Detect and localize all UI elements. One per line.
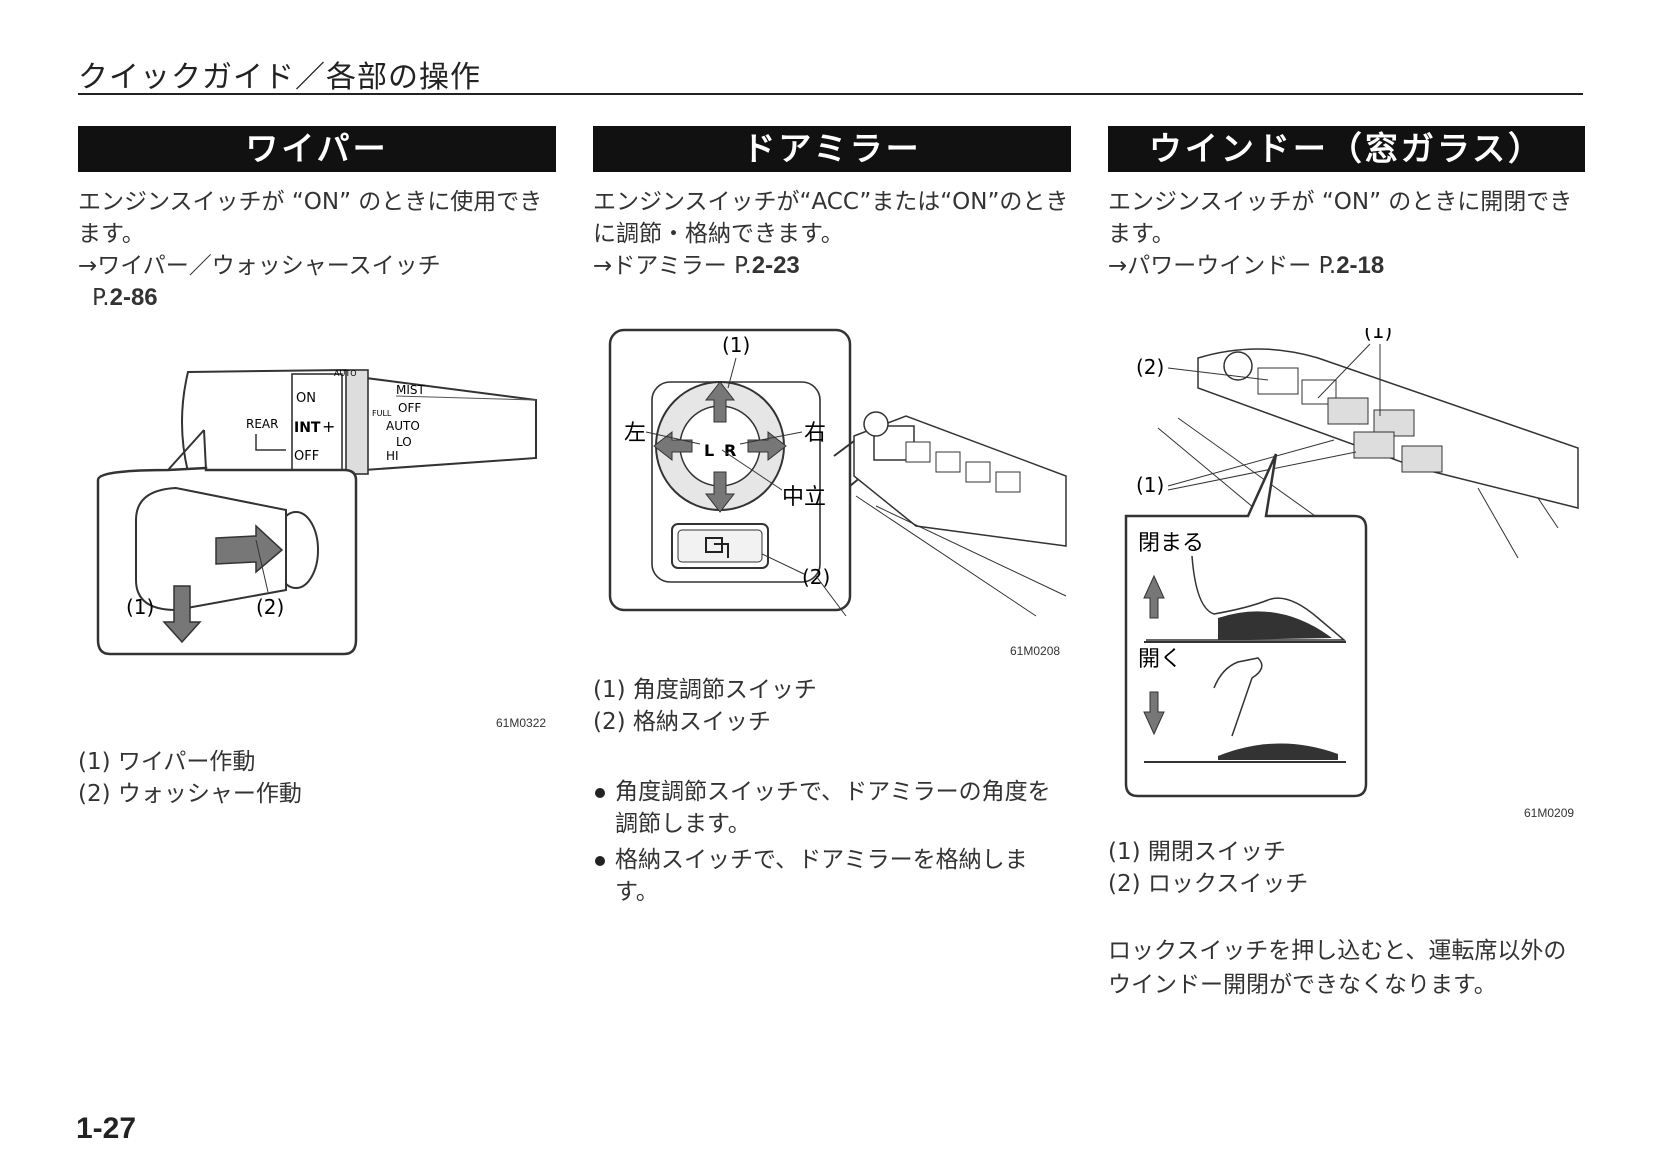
mirror-ref-prefix: P. [734, 253, 752, 279]
window-label-close: 閉まる [1138, 531, 1204, 556]
wiper-label-auto-top: AUTO [334, 369, 357, 378]
section-title-door-mirror: ドアミラー [593, 126, 1071, 172]
wiper-callout-2: (2) [256, 595, 284, 619]
mirror-label-neutral: 中立 [782, 485, 826, 510]
mirror-bullet-item: 角度調節スイッチで、ドアミラーの角度を調節します。 [593, 776, 1071, 840]
wiper-label-lo: LO [396, 435, 412, 449]
page-number: 1-27 [76, 1112, 137, 1145]
section-title-window: ウインドー（窓ガラス） [1108, 126, 1585, 172]
mirror-right-arrow-icon [747, 430, 787, 462]
wiper-ref-page[interactable]: 2-86 [109, 284, 158, 311]
window-ref-page[interactable]: 2-18 [1336, 252, 1385, 279]
wiper-legend: (1) ワイパー作動 (2) ウォッシャー作動 [78, 746, 302, 810]
wiper-plus-icon: + [322, 417, 335, 436]
section-wiper: ワイパー エンジンスイッチが “ON” のときに使用できます。 →ワイパー／ウォ… [78, 126, 556, 314]
window-up-arrow-icon [1143, 574, 1165, 619]
mirror-legend-item: (1) 角度調節スイッチ [593, 677, 817, 703]
window-callout-1a: (1) [1364, 328, 1392, 343]
wiper-ref-prefix: P. [92, 285, 110, 311]
window-note: ロックスイッチを押し込むと、運転席以外のウインドー開閉ができなくなります。 [1108, 938, 1567, 998]
washer-push-arrow-icon [215, 524, 284, 574]
mirror-reference[interactable]: →ドアミラー P.2-23 [593, 250, 1071, 282]
wiper-legend-item: (2) ウォッシャー作動 [78, 781, 302, 807]
window-description: エンジンスイッチが “ON” のときに開閉できます。 [1108, 189, 1573, 247]
mirror-legend: (1) 角度調節スイッチ (2) 格納スイッチ [593, 674, 817, 738]
wiper-label-off: OFF [294, 449, 319, 464]
header-rule [78, 93, 1583, 95]
mirror-label-left: 左 [624, 421, 646, 446]
wiper-label-auto: AUTO [386, 419, 420, 433]
wiper-label-int: INT [294, 420, 321, 436]
mirror-bullets: 角度調節スイッチで、ドアミラーの角度を調節します。 格納スイッチで、ドアミラーを… [593, 776, 1071, 912]
mirror-l-mark: L [704, 441, 714, 460]
window-legend-item: (2) ロックスイッチ [1108, 871, 1309, 897]
mirror-legend-item: (2) 格納スイッチ [593, 709, 771, 735]
mirror-r-mark: R [724, 441, 736, 460]
window-ref-prefix: P. [1318, 253, 1337, 279]
wiper-figure: REAR ON INT OFF AUTO MIST OFF FULL AUTO … [96, 368, 537, 656]
window-callout-2: (2) [1136, 355, 1164, 379]
wiper-ref-page-line[interactable]: P.2-86 [78, 282, 556, 314]
window-ref-text: →パワーウインドー [1108, 253, 1319, 279]
mirror-callout-1: (1) [722, 333, 750, 357]
mirror-description: エンジンスイッチが“ACC”または“ON”のときに調節・格納できます。 [593, 189, 1069, 247]
wiper-callout-1: (1) [126, 595, 154, 619]
wiper-label-rear: REAR [246, 417, 278, 431]
window-label-open: 開く [1138, 647, 1182, 672]
mirror-left-arrow-icon [653, 430, 693, 462]
wiper-label-full: FULL [372, 409, 392, 418]
wiper-label-mist: MIST [396, 383, 426, 397]
wiper-reference: →ワイパー／ウォッシャースイッチ [78, 250, 556, 282]
section-title-wiper: ワイパー [78, 126, 556, 172]
mirror-down-arrow-icon [704, 471, 736, 513]
section-door-mirror: ドアミラー エンジンスイッチが“ACC”または“ON”のときに調節・格納できます… [593, 126, 1071, 282]
window-figure: (1) (2) (1) 閉まる 開く [1124, 328, 1579, 798]
mirror-ref-page[interactable]: 2-23 [751, 252, 800, 279]
page-header-title: クイックガイド／各部の操作 [78, 60, 481, 95]
window-reference[interactable]: →パワーウインドー P.2-18 [1108, 250, 1585, 282]
window-figure-code: 61M0209 [1524, 806, 1575, 820]
mirror-figure: L R (1) 左 右 中立 (2) [608, 328, 1067, 617]
wiper-pull-arrow-icon [162, 585, 202, 644]
window-legend-item: (1) 開閉スイッチ [1108, 839, 1286, 865]
mirror-ref-text: →ドアミラー [593, 253, 735, 279]
window-legend: (1) 開閉スイッチ (2) ロックスイッチ [1108, 836, 1308, 900]
wiper-label-on: ON [296, 391, 316, 406]
wiper-figure-code: 61M0322 [496, 716, 547, 730]
mirror-up-arrow-icon [704, 381, 736, 423]
mirror-bullet-item: 格納スイッチで、ドアミラーを格納します。 [593, 844, 1071, 908]
section-window: ウインドー（窓ガラス） エンジンスイッチが “ON” のときに開閉できます。 →… [1108, 126, 1585, 282]
wiper-ref-text: →ワイパー／ウォッシャースイッチ [78, 253, 441, 279]
wiper-description: エンジンスイッチが “ON” のときに使用できます。 [78, 189, 543, 247]
wiper-label-off2: OFF [398, 401, 421, 415]
wiper-legend-item: (1) ワイパー作動 [78, 749, 256, 775]
mirror-figure-code: 61M0208 [1010, 644, 1061, 658]
wiper-label-hi: HI [386, 449, 399, 463]
mirror-label-right: 右 [804, 421, 826, 446]
mirror-fold-icon [705, 537, 729, 558]
window-down-arrow-icon [1143, 691, 1165, 736]
window-callout-1b: (1) [1136, 473, 1164, 497]
